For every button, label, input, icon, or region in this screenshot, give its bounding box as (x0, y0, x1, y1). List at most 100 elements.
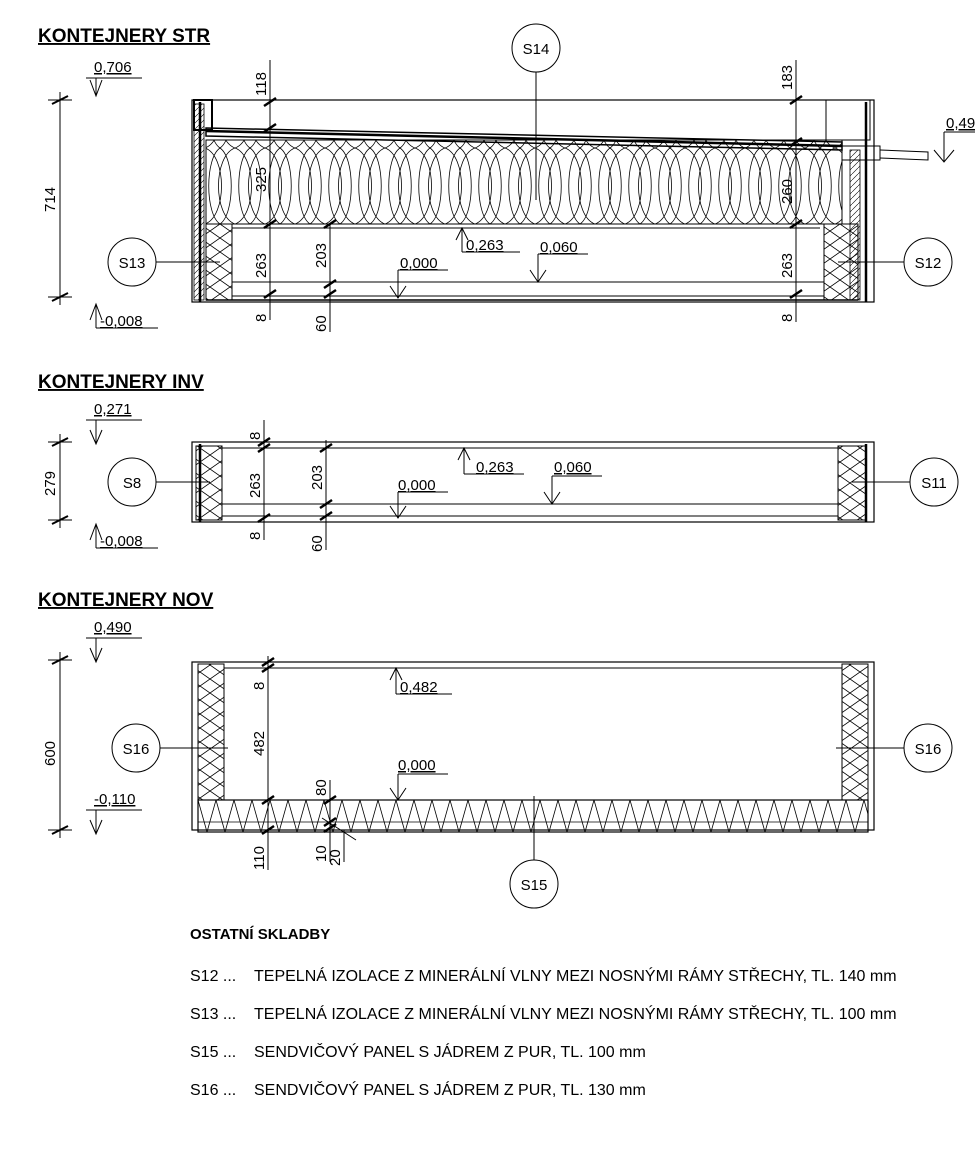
tag-s16-left: S16 (111, 723, 228, 773)
svg-text:8: 8 (247, 432, 264, 440)
svg-text:263: 263 (253, 253, 270, 278)
level-marker-bottom: -0,008 (89, 302, 158, 330)
legend-item: S16 ... SENDVIČOVÝ PANEL S JÁDREM Z PUR,… (190, 1081, 950, 1101)
container-outline (191, 99, 875, 303)
level-marker-floor: 0,000 (389, 757, 448, 801)
svg-text:325: 325 (253, 167, 270, 192)
wall-panel-right (841, 663, 869, 801)
svg-text:60: 60 (309, 535, 326, 552)
svg-text:600: 600 (42, 741, 59, 766)
level-label: 0,49 (946, 115, 975, 132)
dimension-total: 600 (42, 652, 72, 838)
level-marker-floor: 0,000 (389, 255, 448, 299)
svg-text:S15: S15 (521, 877, 548, 894)
section-title: KONTEJNERY NOV (38, 590, 214, 611)
svg-text:10: 10 (313, 845, 330, 862)
level-marker-ceil: 0,482 (389, 666, 452, 696)
level-marker-top: 0,271 (86, 401, 142, 446)
legend-heading: OSTATNÍ SKLADBY (190, 926, 331, 943)
svg-text:183: 183 (779, 65, 796, 90)
svg-text:482: 482 (251, 731, 268, 756)
svg-text:S16: S16 (123, 741, 150, 758)
svg-text:S12: S12 (915, 255, 942, 272)
svg-text:-0,110: -0,110 (94, 791, 135, 808)
level-marker-mid-a: 0,263 (457, 446, 524, 476)
dimension-chain-left: 8 482 110 (251, 656, 275, 870)
level-marker-floor: 0,000 (389, 477, 448, 519)
wall-insulation-right (837, 445, 867, 521)
tag-s15: S15 (509, 796, 559, 909)
legend-item: S12 ... TEPELNÁ IZOLACE Z MINERÁLNÍ VLNY… (190, 967, 950, 987)
legend-code: S13 ... (190, 1006, 237, 1023)
level-marker-bottom: -0,110 (86, 791, 142, 836)
level-label: 0,060 (540, 239, 578, 256)
section-nov: KONTEJNERY NOV 0,490 -0,110 600 (38, 590, 953, 909)
tag-s14: S14 (511, 23, 561, 200)
svg-text:203: 203 (309, 465, 326, 490)
svg-text:S11: S11 (921, 475, 947, 492)
dimension-chain-left: 118 325 263 8 (253, 60, 277, 322)
dimension-chain-mid: 203 60 (309, 440, 333, 552)
tag-s13: S13 (107, 237, 220, 287)
tag-s8: S8 (107, 457, 210, 507)
level-marker-mid-b: 0,060 (543, 459, 602, 505)
tag-s16-right: S16 (836, 723, 953, 773)
svg-text:8: 8 (251, 682, 268, 690)
tag-s11: S11 (852, 457, 959, 507)
section-inv: KONTEJNERY INV 0,271 -0,008 279 (38, 372, 959, 552)
level-marker-top: 0,706 (86, 59, 142, 98)
tag-s12: S12 (838, 237, 953, 287)
legend-text: TEPELNÁ IZOLACE Z MINERÁLNÍ VLNY MEZI NO… (254, 1006, 897, 1023)
level-marker-mid-a: 0,263 (455, 226, 520, 254)
svg-text:203: 203 (313, 243, 330, 268)
svg-text:S14: S14 (523, 41, 550, 58)
level-marker-right: 0,49 (933, 115, 975, 163)
legend-code: S15 ... (190, 1044, 237, 1061)
svg-text:0,482: 0,482 (400, 679, 438, 696)
dimension-total: 714 (42, 92, 72, 305)
svg-text:118: 118 (253, 72, 270, 96)
legend-code: S16 ... (190, 1082, 237, 1099)
section-title: KONTEJNERY STR (38, 26, 210, 47)
svg-text:20: 20 (327, 849, 344, 866)
svg-text:S8: S8 (123, 475, 141, 492)
svg-text:263: 263 (779, 253, 796, 278)
roof-insulation (205, 139, 843, 225)
legend-text: TEPELNÁ IZOLACE Z MINERÁLNÍ VLNY MEZI NO… (254, 968, 897, 985)
legend: OSTATNÍ SKLADBY S12 ... TEPELNÁ IZOLACE … (190, 925, 950, 1119)
level-marker-mid-b: 0,060 (529, 239, 588, 283)
level-label: -0,008 (100, 313, 143, 330)
legend-item: S13 ... TEPELNÁ IZOLACE Z MINERÁLNÍ VLNY… (190, 1005, 950, 1025)
dimension-total: 279 (42, 434, 72, 528)
legend-text: SENDVIČOVÝ PANEL S JÁDREM Z PUR, TL. 100… (254, 1044, 646, 1061)
dimension-chain-right: 183 260 263 8 (779, 60, 803, 322)
section-title: KONTEJNERY INV (38, 372, 204, 393)
legend-code: S12 ... (190, 968, 237, 985)
section-drawing: KONTEJNERY STR 0,706 -0,008 714 (38, 23, 975, 909)
dimension-chain-left: 8 263 8 (247, 420, 271, 540)
svg-text:0,000: 0,000 (398, 477, 436, 494)
svg-text:S16: S16 (915, 741, 942, 758)
svg-text:8: 8 (779, 314, 796, 322)
level-label: 0,000 (400, 255, 438, 272)
section-str: KONTEJNERY STR 0,706 -0,008 714 (38, 23, 975, 332)
legend-text: SENDVIČOVÝ PANEL S JÁDREM Z PUR, TL. 130… (254, 1082, 646, 1099)
floor-panel (197, 799, 869, 833)
svg-text:0,263: 0,263 (476, 459, 514, 476)
svg-text:60: 60 (313, 315, 330, 332)
dimension-label: 714 (42, 187, 59, 212)
level-marker-top: 0,490 (86, 619, 142, 664)
svg-text:8: 8 (247, 532, 264, 540)
svg-text:0,490: 0,490 (94, 619, 132, 636)
svg-text:110: 110 (251, 846, 268, 870)
svg-text:8: 8 (253, 314, 270, 322)
svg-text:0,000: 0,000 (398, 757, 436, 774)
wall-panel-left (197, 663, 225, 801)
svg-text:80: 80 (313, 779, 330, 796)
container-outline (191, 441, 875, 523)
svg-text:279: 279 (42, 471, 59, 496)
dimension-chain-mid: 203 60 (313, 218, 337, 332)
svg-text:-0,008: -0,008 (100, 533, 143, 550)
legend-item: S15 ... SENDVIČOVÝ PANEL S JÁDREM Z PUR,… (190, 1043, 950, 1063)
dimension-chain-mid: 80 10 20 (313, 779, 357, 866)
